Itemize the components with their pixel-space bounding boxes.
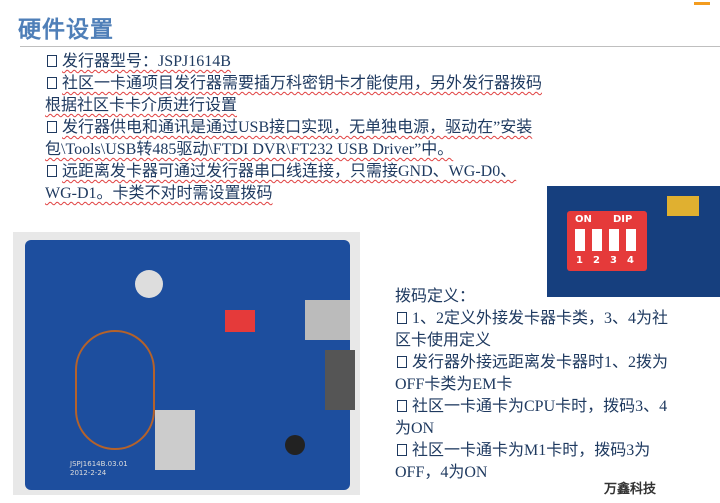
dip-toggle (592, 229, 602, 251)
line-text: WG-D1。卡类不对时需设置拨码 (45, 185, 273, 202)
text-line: 远距离发卡器可通过发行器串口线连接，只需接GND、WG-D0、 (47, 161, 516, 183)
text-line: 发行器供电和通讯是通过USB接口实现，无单独电源，驱动在”安装 (47, 117, 532, 139)
pcb-photo: JSPJ1614B.03.01 2012-2-24 (13, 232, 360, 495)
bullet-icon (47, 55, 57, 67)
text-line: 包\Tools\USB转485驱动\FTDI DVR\FT232 USB Dri… (45, 139, 453, 161)
text-line: OFF，4为ON (395, 462, 487, 484)
line-text: 社区一卡通项目发行器需要插万科密钥卡才能使用，另外发行器拨码 (62, 75, 543, 92)
text-line: OFF卡类为EM卡 (395, 374, 512, 396)
text-line: 为ON (395, 418, 434, 440)
line-text: 发行器型号：JSPJ1614B (62, 53, 231, 70)
text-line: 社区一卡通项目发行器需要插万科密钥卡才能使用，另外发行器拨码 (47, 73, 542, 95)
line-text: 为ON (395, 420, 435, 437)
divider (20, 46, 720, 47)
text-line: 发行器外接远距离发卡器时1、2拨为 (397, 352, 668, 374)
page-title: 硬件设置 (18, 17, 114, 43)
text-line: 根据社区卡卡介质进行设置 (45, 95, 237, 117)
line-text: 社区一卡通卡为CPU卡时，拨码3、4 (412, 398, 668, 415)
text-line: 社区一卡通卡为M1卡时，拨码3为 (397, 440, 650, 462)
board-date: 2012-2-24 (70, 469, 107, 477)
pcb-board: JSPJ1614B.03.01 2012-2-24 (25, 240, 355, 490)
text-line: 发行器型号：JSPJ1614B (47, 51, 231, 73)
dip-toggle (626, 229, 636, 251)
bullet-icon (47, 77, 57, 89)
bullet-icon (47, 121, 57, 133)
bullet-icon (397, 444, 407, 456)
line-text: 拨码定义： (395, 288, 476, 305)
brand-logo: 万鑫科技 (604, 482, 657, 497)
dip-number: 4 (627, 255, 634, 266)
line-text: OFF卡类为EM卡 (395, 376, 513, 393)
line-text: 根据社区卡卡介质进行设置 (45, 97, 238, 114)
text-line: WG-D1。卡类不对时需设置拨码 (45, 183, 273, 205)
text-line: 区卡使用定义 (395, 330, 491, 352)
board-label: JSPJ1614B.03.01 (70, 460, 128, 468)
line-text: 1、2定义外接发卡器卡类，3、4为社 (412, 310, 669, 327)
dip-toggle (609, 229, 619, 251)
bullet-icon (397, 400, 407, 412)
dip-number: 2 (593, 255, 600, 266)
bullet-icon (397, 356, 407, 368)
line-text: 社区一卡通卡为M1卡时，拨码3为 (412, 442, 651, 459)
dip-label-dip: DIP (613, 214, 633, 225)
dip-label-on: ON (575, 214, 592, 225)
text-line: 社区一卡通卡为CPU卡时，拨码3、4 (397, 396, 667, 418)
text-line: 拨码定义： (395, 286, 475, 308)
dip-number: 3 (610, 255, 617, 266)
dip-number: 1 (576, 255, 583, 266)
line-text: 发行器外接远距离发卡器时1、2拨为 (412, 354, 669, 371)
bullet-icon (397, 312, 407, 324)
dip-toggle (575, 229, 585, 251)
line-text: 区卡使用定义 (395, 332, 492, 349)
logo-mark (694, 2, 710, 12)
line-text: 包\Tools\USB转485驱动\FTDI DVR\FT232 USB Dri… (45, 141, 454, 158)
line-text: OFF，4为ON (395, 464, 488, 481)
line-text: 发行器供电和通讯是通过USB接口实现，无单独电源，驱动在”安装 (62, 119, 533, 136)
bullet-icon (47, 165, 57, 177)
text-line: 1、2定义外接发卡器卡类，3、4为社 (397, 308, 668, 330)
line-text: 远距离发卡器可通过发行器串口线连接，只需接GND、WG-D0、 (62, 163, 517, 180)
